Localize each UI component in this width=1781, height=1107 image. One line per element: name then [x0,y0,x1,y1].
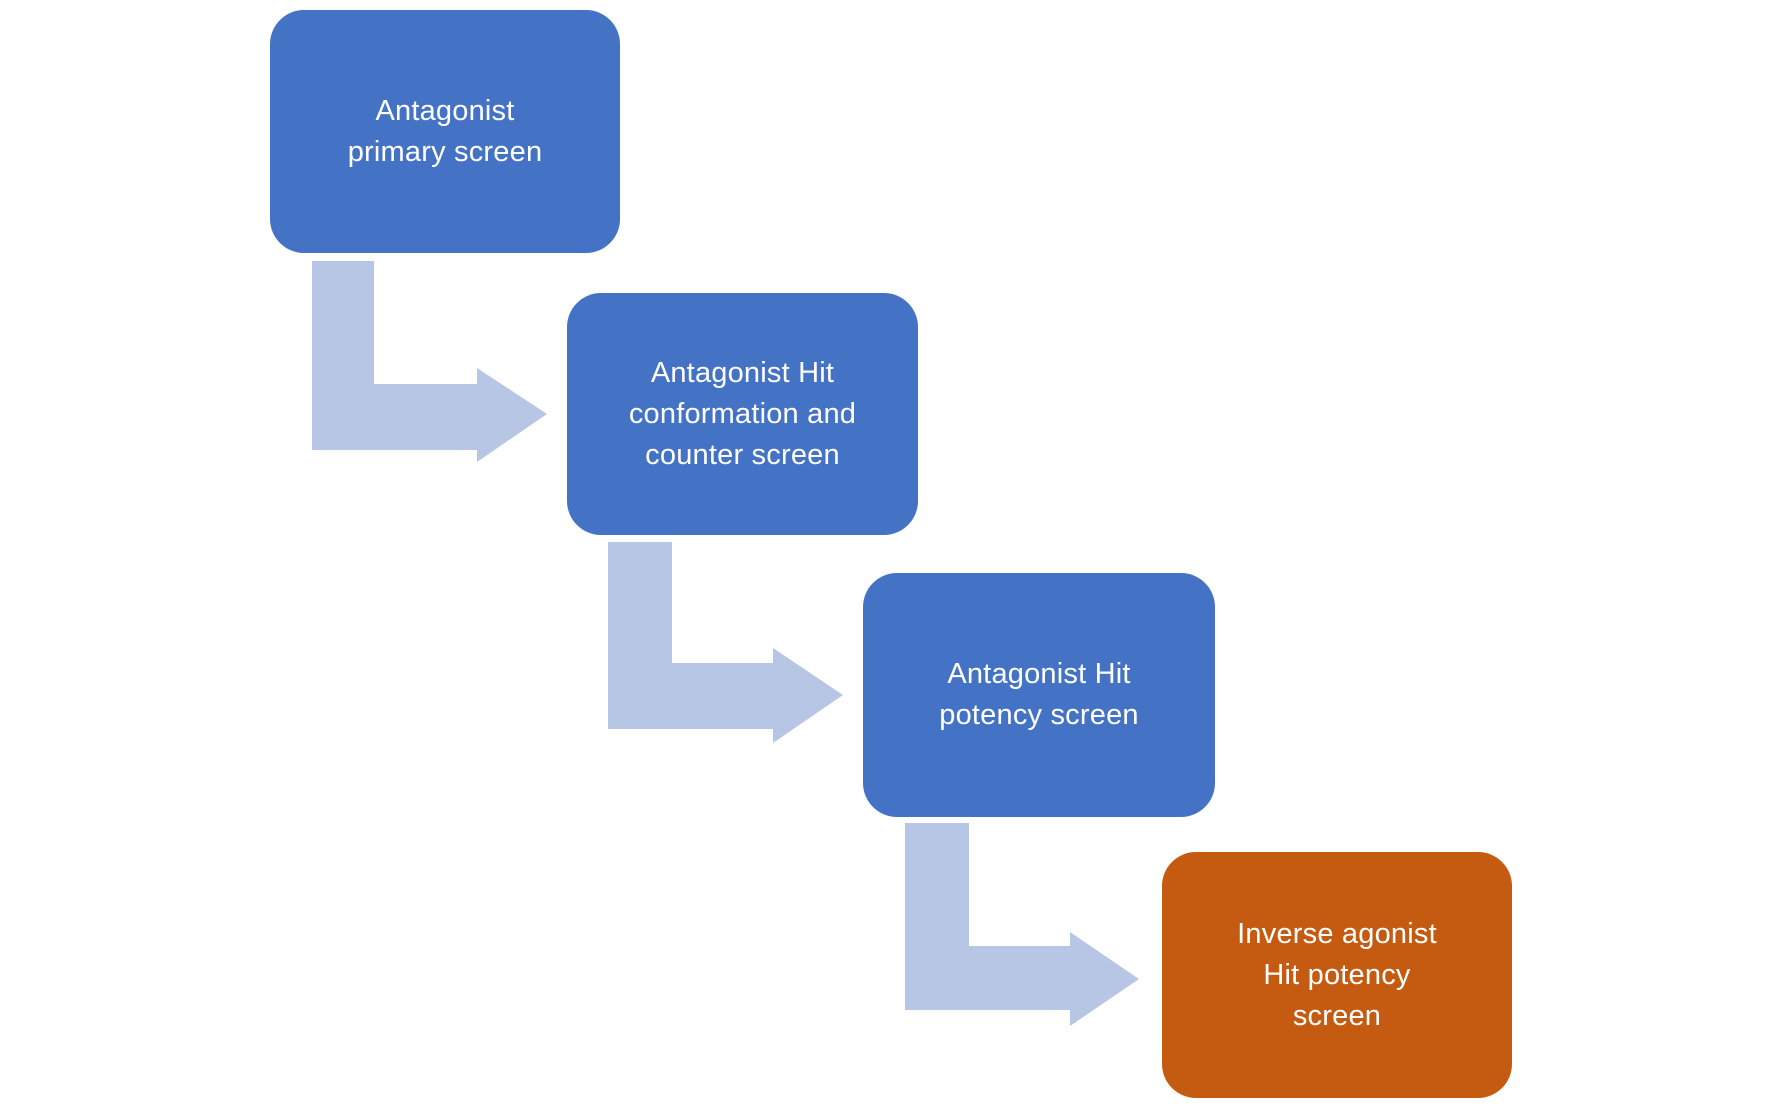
node-antagonist-primary-screen: Antagonist primary screen [270,10,620,253]
node-antagonist-hit-conformation-counter-screen: Antagonist Hit conformation and counter … [567,293,918,535]
node-label: Inverse agonist Hit potency screen [1237,917,1437,1032]
node-label: Antagonist Hit potency screen [939,658,1139,731]
bent-arrow-icon [905,823,1139,1026]
bent-arrow-icon [312,261,547,462]
bent-arrow-icon [608,542,843,743]
node-antagonist-hit-potency-screen: Antagonist Hit potency screen [863,573,1215,817]
node-label: Antagonist Hit conformation and counter … [628,356,857,471]
node-label: Antagonist primary screen [347,94,543,168]
node-inverse-agonist-hit-potency-screen: Inverse agonist Hit potency screen [1162,852,1512,1098]
